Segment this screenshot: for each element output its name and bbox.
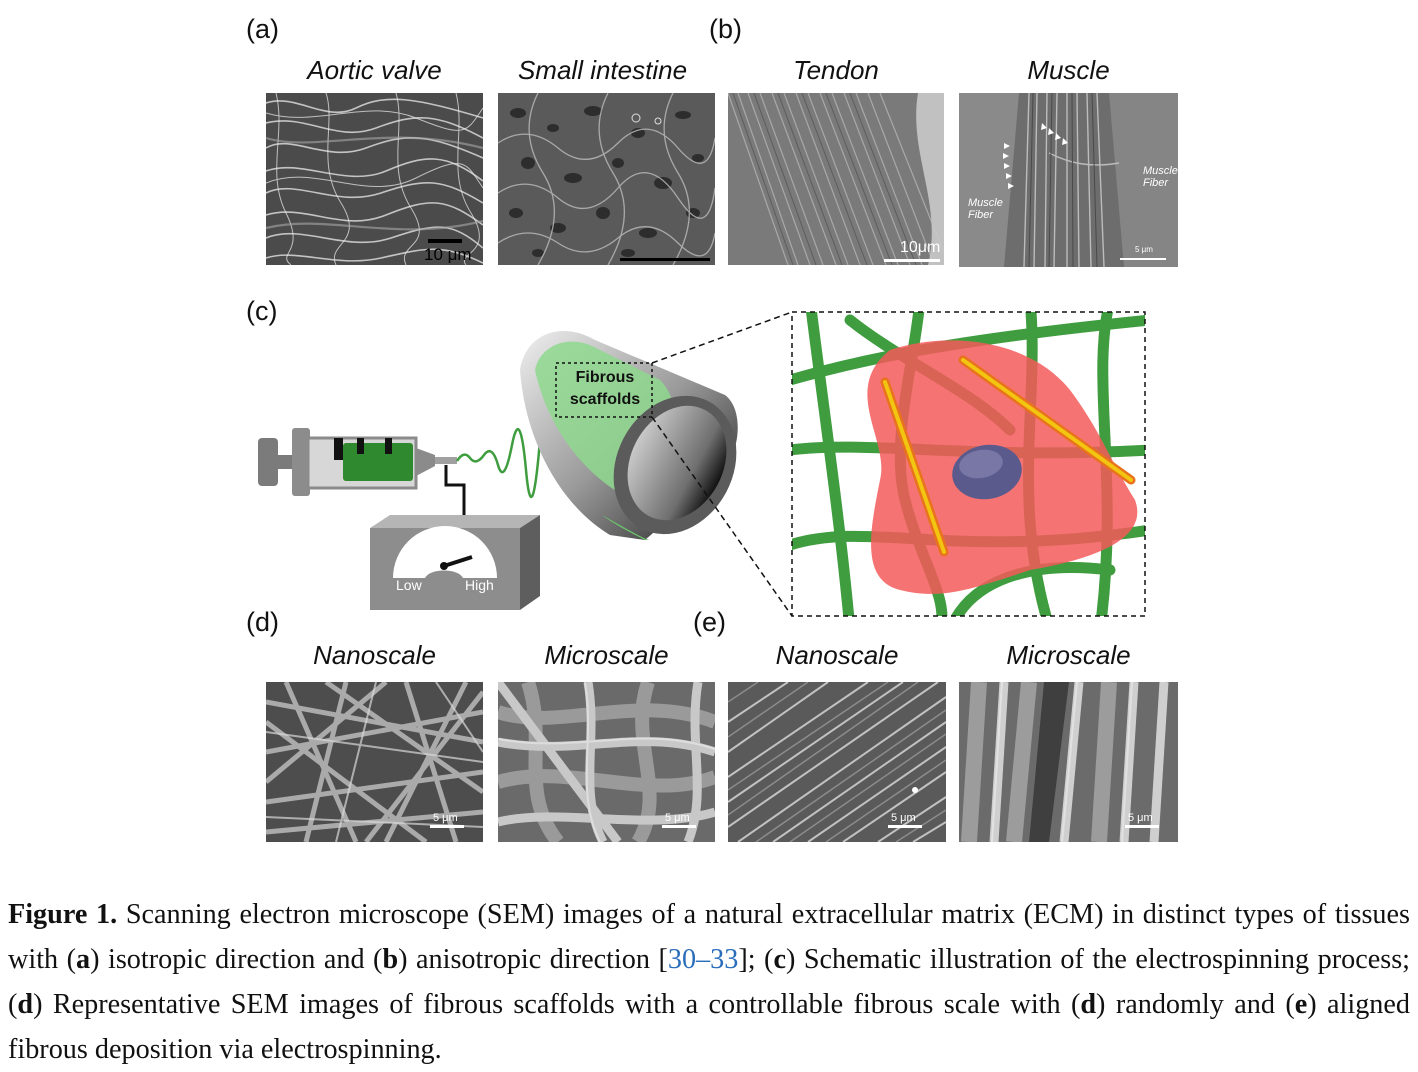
syringe	[258, 428, 457, 496]
scale-bar-tendon	[884, 259, 940, 262]
scaffold-label-line2: scaffolds	[569, 391, 641, 408]
sem-small-intestine	[498, 93, 715, 265]
citation-link[interactable]: 30–33	[667, 944, 739, 975]
electrospinning-schematic	[258, 311, 1146, 617]
caption-bold-e: e	[1294, 989, 1308, 1020]
caption-bold-c: c	[773, 944, 786, 975]
title-e-nanoscale: Nanoscale	[775, 640, 899, 670]
sem-muscle-texture	[959, 93, 1178, 267]
caption-text-3: ) anisotropic direction [	[398, 944, 668, 975]
caption-text-8: ) aligned fibrous deposition via electro…	[8, 989, 1410, 1065]
scale-bar-aortic	[428, 239, 462, 243]
sem-d-nanoscale-texture	[266, 682, 483, 842]
scale-bar-e-nano	[888, 825, 922, 828]
caption-bold-d2: d	[1080, 989, 1097, 1020]
muscle-annotation-left: Muscle Fiber	[968, 197, 1003, 221]
scale-text-tendon: 10μm	[900, 239, 941, 256]
caption-bold-d1: d	[17, 989, 34, 1020]
scaffold-label-line1: Fibrous	[575, 369, 635, 386]
sem-e-microscale-texture	[959, 682, 1178, 842]
scaffold-label: Fibrous scaffolds	[557, 367, 653, 411]
scale-text-d-micro: 5 μm	[665, 812, 690, 824]
scale-bar-d-nano	[430, 825, 464, 828]
caption-text-5: ) Schematic illustration of the electros…	[8, 944, 1410, 1020]
scale-text-aortic: 10 μm	[424, 245, 472, 264]
sem-d-microscale: 5 μm	[498, 682, 715, 842]
power-supply	[370, 515, 540, 610]
sem-aortic-valve: 10 μm	[266, 93, 483, 265]
sem-e-nanoscale: 5 μm	[728, 682, 946, 842]
panel-label-b: (b)	[709, 14, 742, 44]
sem-tendon: 10μm	[728, 93, 944, 265]
scale-text-e-micro: 5 μm	[1128, 812, 1153, 824]
caption-text-7: ) randomly and (	[1096, 989, 1295, 1020]
zoom-inset	[791, 311, 1146, 617]
caption-text-6: ) Representative SEM images of fibrous s…	[33, 989, 1081, 1020]
title-e-microscale: Microscale	[1006, 640, 1131, 670]
caption-bold-b: b	[382, 944, 399, 975]
title-d-microscale: Microscale	[544, 640, 669, 670]
title-muscle: Muscle	[1027, 55, 1110, 85]
panel-label-e: (e)	[693, 607, 726, 637]
sem-d-microscale-texture	[498, 682, 715, 842]
scale-bar-e-micro	[1125, 825, 1159, 828]
figure-label: Figure 1.	[8, 899, 118, 930]
gauge-low-label: Low	[396, 577, 422, 593]
caption-bold-a: a	[76, 944, 91, 975]
gauge-high-label: High	[465, 577, 494, 593]
panel-label-d: (d)	[246, 607, 279, 637]
scale-bar-d-micro	[662, 825, 696, 828]
caption-text-1: Scanning electron microscope (SEM) image…	[8, 899, 1410, 975]
scale-bar-muscle	[1120, 258, 1166, 260]
title-aortic-valve: Aortic valve	[307, 55, 442, 85]
sem-aortic-valve-texture	[266, 93, 483, 265]
title-small-intestine: Small intestine	[517, 55, 688, 85]
panel-label-c: (c)	[246, 296, 278, 326]
title-d-nanoscale: Nanoscale	[313, 640, 436, 670]
leader-line-top	[651, 311, 793, 364]
sem-d-nanoscale: 5 μm	[266, 682, 483, 842]
panel-label-a: (a)	[246, 14, 279, 44]
caption-text-2: ) isotropic direction and (	[90, 944, 383, 975]
scale-text-e-nano: 5 μm	[891, 812, 916, 824]
sem-tendon-texture	[728, 93, 944, 265]
scale-text-d-nano: 5 μm	[433, 812, 458, 824]
title-tendon: Tendon	[793, 55, 879, 85]
figure-caption: Figure 1. Scanning electron microscope (…	[8, 892, 1410, 1072]
leader-line-bottom	[651, 416, 793, 617]
collector-tube	[520, 331, 738, 540]
sem-muscle: Muscle Fiber Muscle Fiber 5 μm	[959, 93, 1178, 267]
sem-e-microscale: 5 μm	[959, 682, 1178, 842]
muscle-annotation-right: Muscle Fiber	[1143, 165, 1178, 189]
power-wire	[444, 465, 466, 515]
scale-text-muscle: 5 μm	[1135, 245, 1153, 254]
sem-small-intestine-texture	[498, 93, 715, 265]
caption-text-4: ]; (	[738, 944, 774, 975]
